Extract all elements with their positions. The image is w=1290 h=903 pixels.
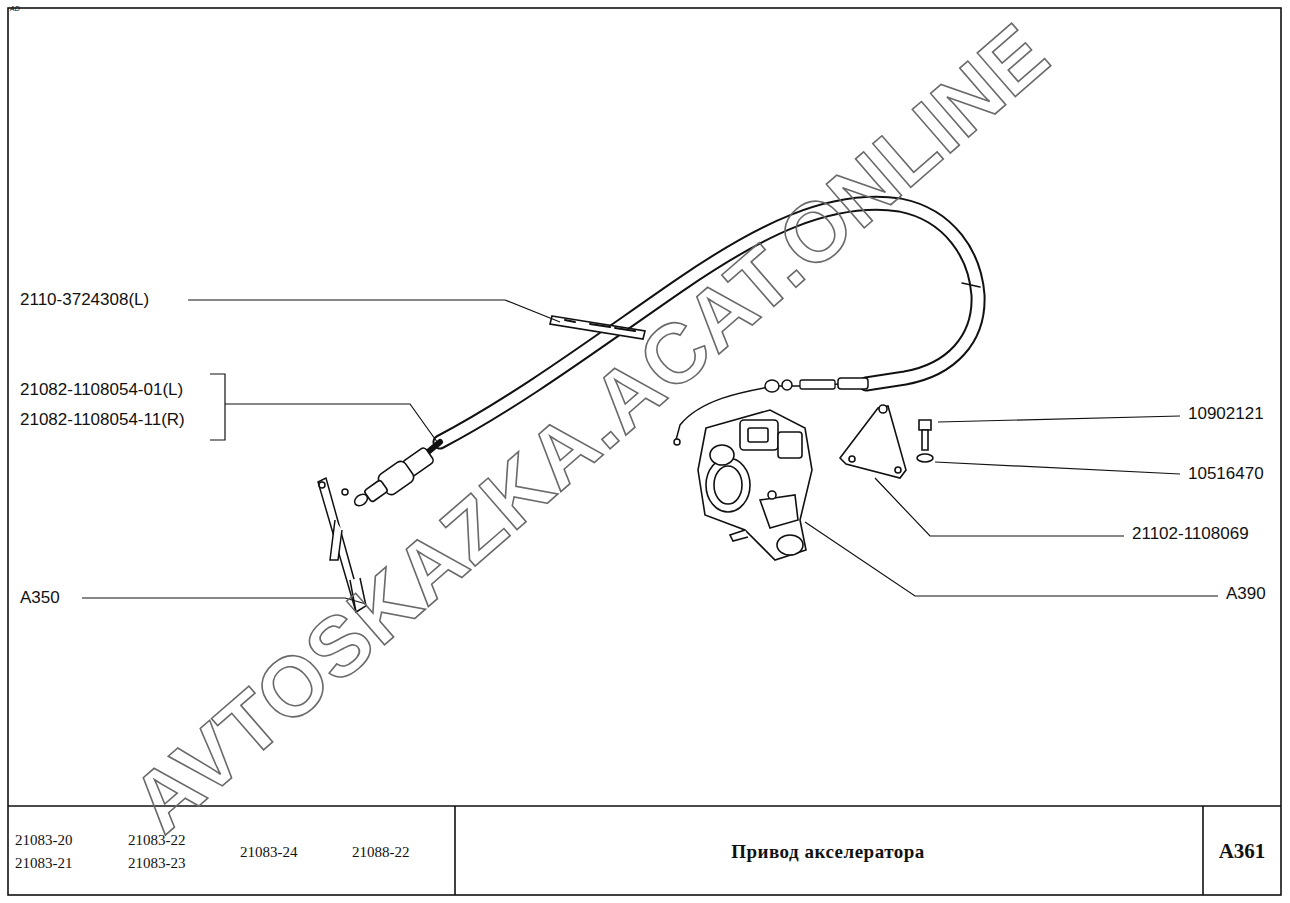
model-code: 21088-22 bbox=[352, 844, 410, 861]
group-reference: A350 bbox=[20, 589, 60, 608]
part-number: 10902121 bbox=[1188, 405, 1264, 424]
sheet-number: A361 bbox=[1219, 840, 1266, 863]
pedal-lever bbox=[318, 478, 366, 612]
model-code: 21083-23 bbox=[128, 855, 186, 872]
sheet-mark: AD bbox=[10, 5, 20, 13]
part-number: 21102-1108069 bbox=[1132, 525, 1249, 544]
throttle-body bbox=[698, 410, 812, 560]
sheet-title: Привод акселератора bbox=[731, 842, 925, 863]
accelerator-cable bbox=[352, 203, 980, 508]
part-number: 10516470 bbox=[1188, 465, 1264, 484]
part-number: 21082-1108054-01(L) bbox=[20, 381, 183, 400]
part-number: 2110-3724308(L) bbox=[20, 291, 149, 310]
sheet-frame bbox=[8, 8, 1281, 895]
bracket bbox=[840, 405, 933, 478]
watermark: AVTOSKAZKA.ACAT.ONLINE bbox=[115, 6, 1066, 849]
part-number: 21082-1108054-11(R) bbox=[20, 411, 185, 430]
model-code: 21083-24 bbox=[240, 844, 298, 861]
model-code: 21083-21 bbox=[15, 855, 73, 872]
leader-lines bbox=[82, 300, 1218, 604]
group-reference: A390 bbox=[1226, 585, 1266, 604]
model-code: 21083-20 bbox=[15, 832, 73, 849]
model-code: 21083-22 bbox=[128, 832, 186, 849]
